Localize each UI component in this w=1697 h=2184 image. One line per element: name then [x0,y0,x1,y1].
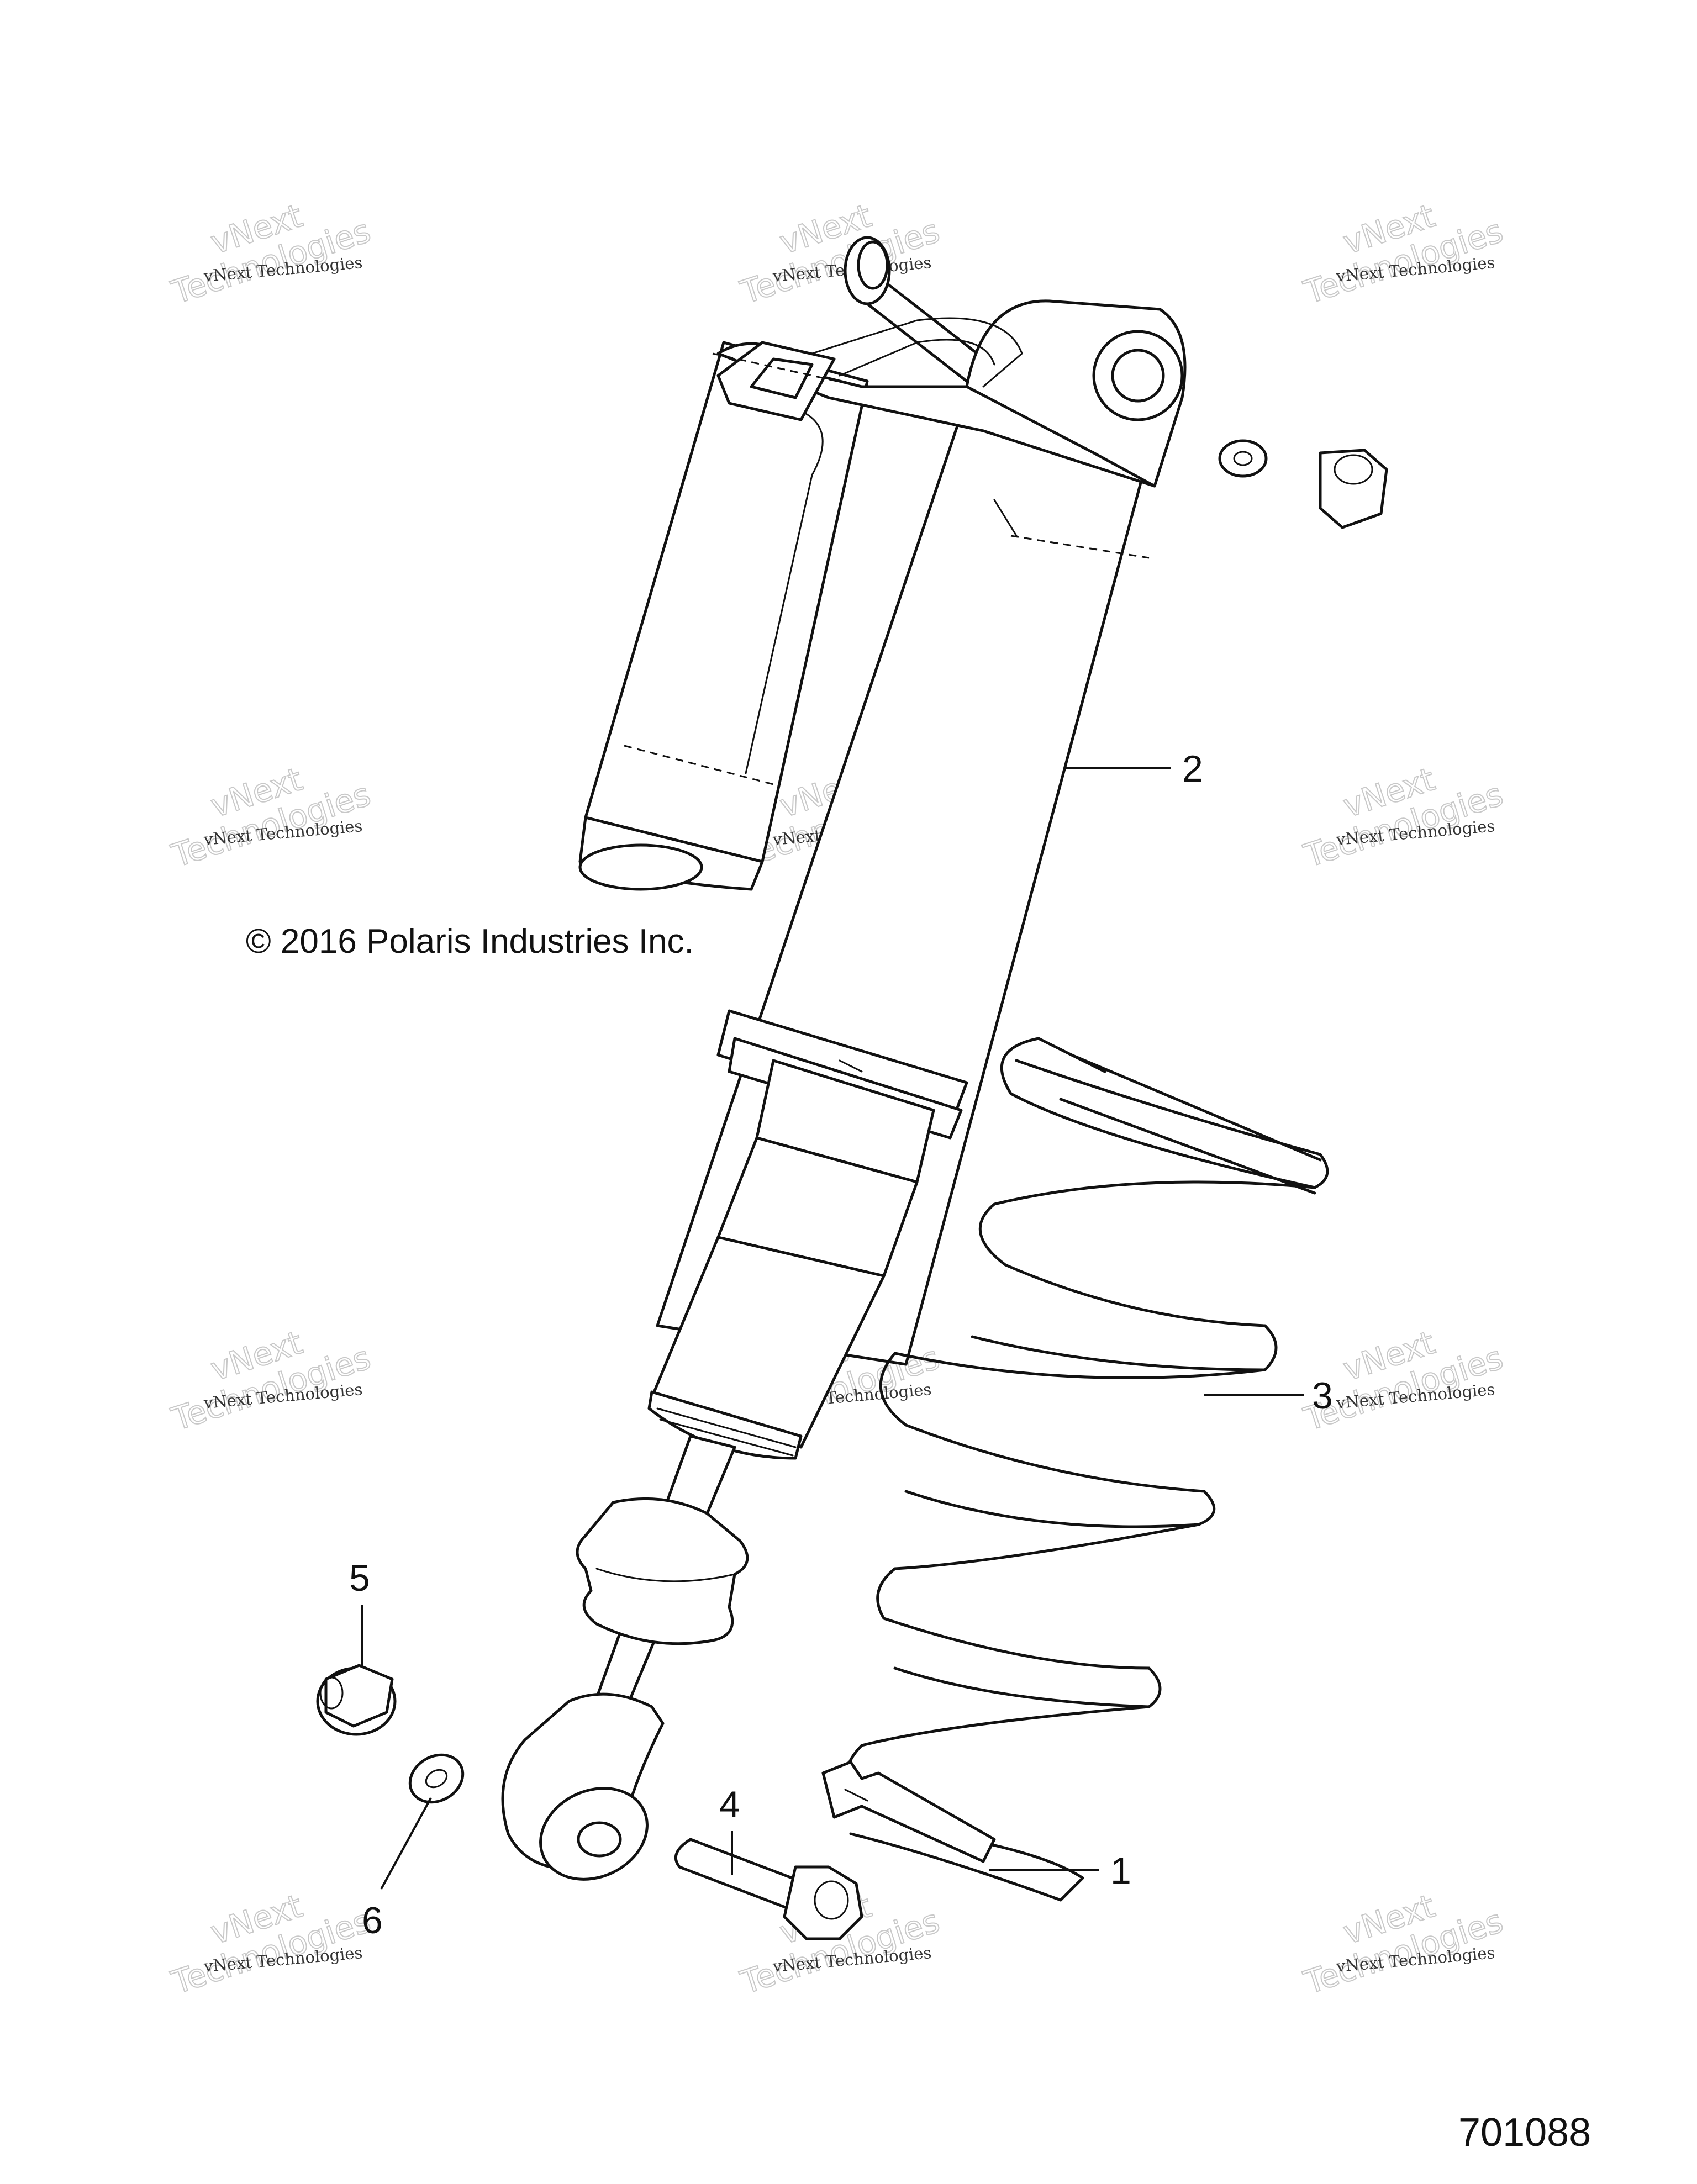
watermark: vNext Technologies vNext Technologies [166,196,375,312]
watermark: vNext Technologies vNext Technologies [735,196,944,312]
watermark: vNext Technologies vNext Technologies [1299,759,1508,875]
callout-1: 1 [1110,1850,1131,1892]
lower-bolt-part [674,1838,863,1940]
spring-retainer-part [821,1760,996,1863]
callout-4: 4 [719,1784,740,1826]
leader-6 [380,1797,432,1890]
watermark: vNext Technologies vNext Technologies [166,1323,375,1438]
callout-5: 5 [349,1557,370,1599]
callout-6: 6 [362,1900,383,1942]
drawing-number: 701088 [1458,2111,1591,2155]
flange-nut-part [316,1664,397,1736]
washer-part [408,1753,465,1804]
shock-absorber-part [501,299,1187,1881]
top-nut-part [1319,449,1388,529]
copyright-notice: © 2016 Polaris Industries Inc. [246,922,694,961]
leader-lines [361,767,1304,1890]
watermark: vNext Technologies vNext Technologies [166,759,375,875]
callout-labels: 2 3 1 4 5 6 [349,748,1333,1942]
watermark: vNext Technologies vNext Technologies [1299,196,1508,312]
watermark: vNext Technologies vNext Technologies [1299,1886,1508,2002]
top-washer-part [1218,439,1268,478]
callout-3: 3 [1312,1375,1333,1417]
callout-2: 2 [1182,748,1203,790]
watermark: vNext Technologies vNext Technologies [166,1886,375,2002]
